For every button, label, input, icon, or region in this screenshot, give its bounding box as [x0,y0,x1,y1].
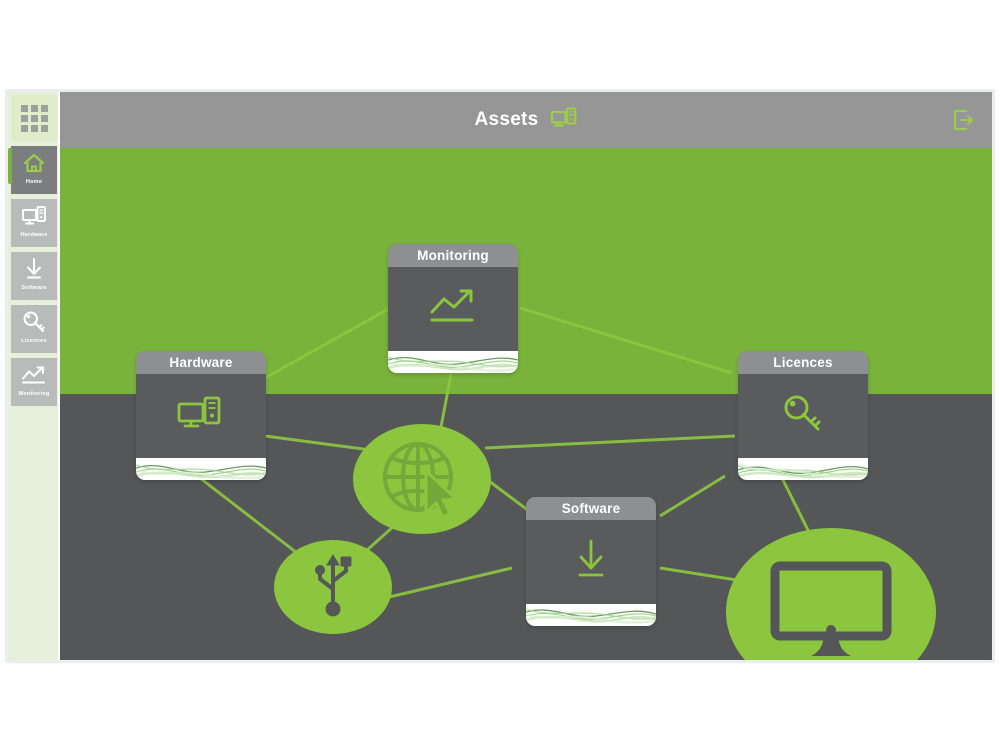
sidebar-item-software[interactable]: Software [11,252,57,300]
globe-cursor-icon [370,434,474,525]
hardware-monitor-icon [550,106,578,135]
card-header: Licences [738,351,868,374]
download-icon [21,254,47,284]
hardware-icon [176,393,226,440]
card-body [738,374,868,458]
card-header: Hardware [136,351,266,374]
sidebar-item-label: Software [21,285,47,291]
card-header: Monitoring [388,244,518,267]
card-wave-footer [738,458,868,480]
card-licences[interactable]: Licences [738,351,868,480]
card-title: Monitoring [417,248,489,263]
key-icon [21,307,47,337]
card-wave-footer [136,458,266,480]
usb-icon [300,549,366,626]
sidebar-item-label: Home [25,179,43,185]
apps-grid-icon[interactable] [11,95,57,141]
card-body [526,520,656,604]
sidebar-item-label: Licences [21,338,47,344]
sidebar-item-licences[interactable]: Licences [11,305,57,353]
sidebar-item-home[interactable]: Home [8,146,57,194]
monitor-icon [767,558,895,661]
sidebar-item-label: Monitoring [18,391,50,397]
card-title: Licences [773,355,833,370]
sidebar-item-label: Hardware [20,232,48,238]
apps-grid-glyph [20,104,48,132]
card-wave-footer [388,351,518,373]
node-monitor[interactable] [726,528,936,660]
card-hardware[interactable]: Hardware [136,351,266,480]
page-title: Assets [474,109,539,130]
sidebar-item-hardware[interactable]: Hardware [11,199,57,247]
node-globe-cursor[interactable] [353,424,491,534]
logout-button[interactable] [948,105,978,135]
sidebar-item-monitoring[interactable]: Monitoring [11,358,57,406]
sidebar: Home Hardware [8,92,60,660]
application-window: Home Hardware [8,92,992,660]
key-icon [780,391,826,442]
card-title: Software [561,501,621,516]
page-title-group: Assets [60,92,992,148]
chart-line-icon [427,286,479,333]
chart-line-icon [20,360,48,390]
card-wave-footer [526,604,656,626]
node-usb[interactable] [274,540,392,634]
card-body [388,267,518,351]
card-monitoring[interactable]: Monitoring [388,244,518,373]
hardware-icon [20,201,48,231]
card-software[interactable]: Software [526,497,656,626]
home-icon [21,148,47,178]
card-header: Software [526,497,656,520]
card-title: Hardware [169,355,233,370]
download-icon [569,536,613,589]
card-body [136,374,266,458]
header-bar: Assets [60,92,992,148]
asset-map-canvas: Monitoring [60,148,992,660]
logout-door-arrow-icon [953,109,974,131]
